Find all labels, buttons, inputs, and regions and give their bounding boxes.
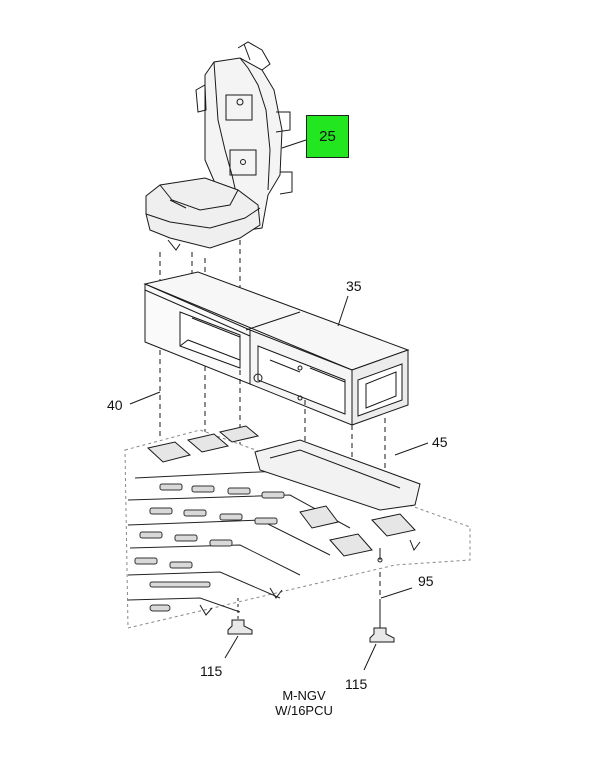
leader-40 bbox=[129, 391, 161, 405]
leader-115-right bbox=[363, 643, 377, 671]
leader-35 bbox=[337, 295, 349, 327]
callout-115-left-label[interactable]: 115 bbox=[200, 663, 223, 679]
applicability-note: M-NGV W/16PCU bbox=[262, 688, 346, 718]
callout-45-label[interactable]: 45 bbox=[432, 434, 448, 450]
callout-95-label[interactable]: 95 bbox=[418, 573, 434, 589]
note-line-1: M-NGV bbox=[282, 688, 326, 703]
mounting-bracket-left[interactable] bbox=[227, 598, 253, 635]
stud[interactable] bbox=[377, 548, 383, 563]
callout-40-label[interactable]: 40 bbox=[107, 397, 123, 413]
callout-115-right-label[interactable]: 115 bbox=[345, 676, 368, 692]
floor-panel[interactable] bbox=[124, 425, 471, 629]
leader-95 bbox=[380, 587, 413, 599]
seat-assembly[interactable] bbox=[145, 41, 293, 251]
callout-25-label: 25 bbox=[319, 128, 336, 145]
callout-35-label[interactable]: 35 bbox=[346, 278, 362, 294]
callout-25-highlighted[interactable]: 25 bbox=[306, 115, 349, 158]
mounting-bracket-right[interactable] bbox=[369, 600, 395, 643]
leader-115-left bbox=[224, 635, 239, 659]
seat-box[interactable] bbox=[143, 271, 410, 426]
leader-25 bbox=[281, 139, 307, 149]
note-line-2: W/16PCU bbox=[275, 703, 333, 718]
leader-45 bbox=[394, 442, 429, 456]
